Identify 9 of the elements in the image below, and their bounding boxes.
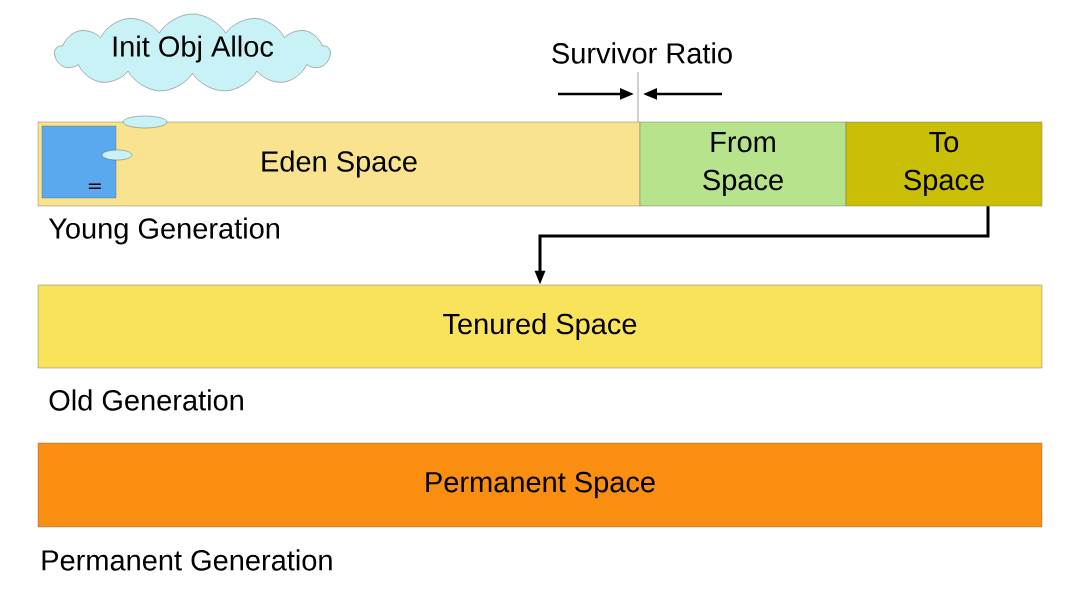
memory-box: To Space (845, 121, 1043, 207)
label: Young Generation (48, 217, 279, 245)
thought-cloud: Init Obj Alloc (54, 13, 331, 92)
memory-box: Tenured Space (37, 284, 1043, 369)
memory-box: From Space (639, 121, 847, 207)
memory-box: Permanent Space (37, 442, 1043, 528)
object-box (41, 125, 117, 199)
label: Old Generation (49, 389, 243, 411)
label: Survivor Ratio (552, 42, 732, 64)
